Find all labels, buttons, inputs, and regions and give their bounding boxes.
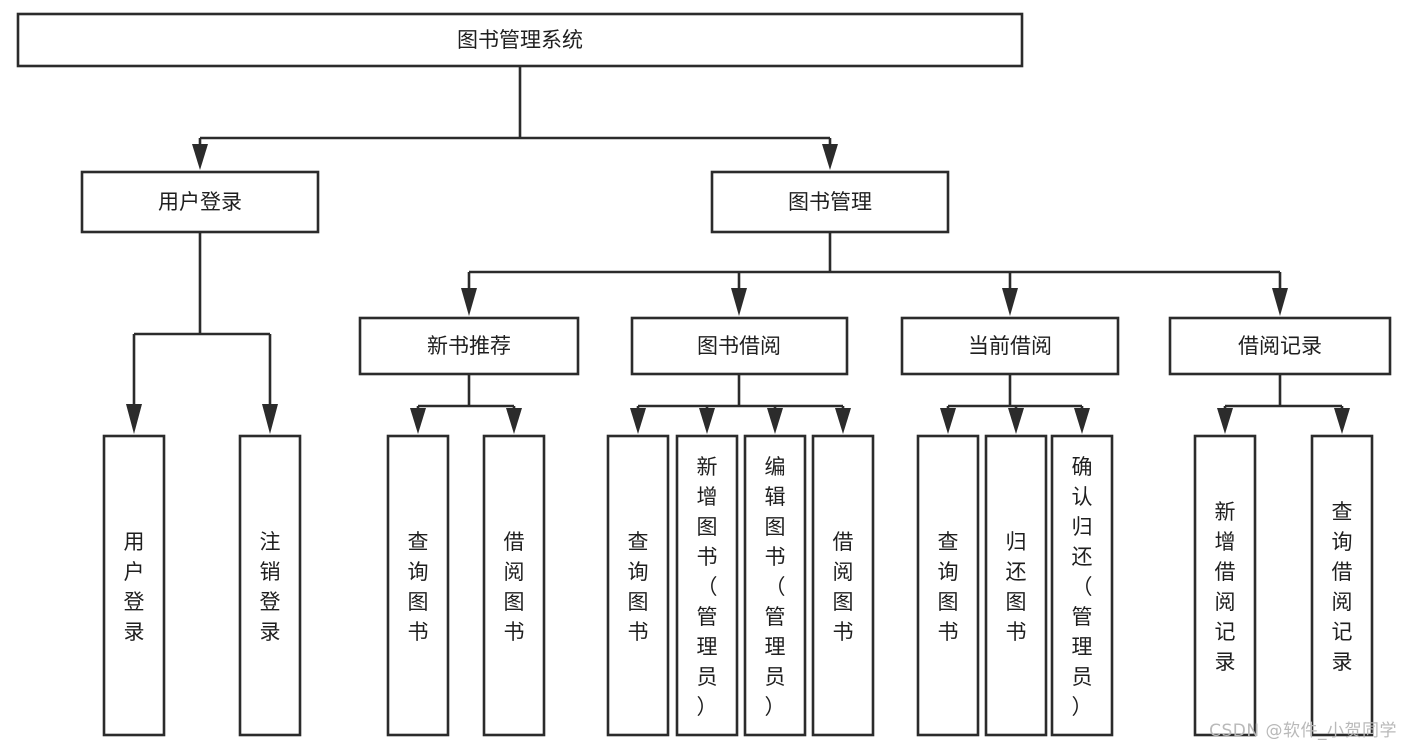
node-user-login-label: 用户登录: [158, 190, 242, 214]
leaf-node-add-book-admin-label: 新增图书（管理员）: [697, 455, 718, 719]
arrow-root-to-book-management: [822, 144, 838, 170]
leaf-node-user-logout[interactable]: 注销登录: [238, 434, 302, 737]
leaf-node-query-borrow-record-box[interactable]: [1310, 434, 1374, 737]
arrow-bm-to-borrow-record: [1272, 288, 1288, 316]
leaf-node-confirm-return-admin-label: 确认归还（管理员）: [1072, 455, 1093, 719]
leaf-node-query-book-current-box[interactable]: [916, 434, 980, 737]
leaf-node-return-book-box[interactable]: [984, 434, 1048, 737]
leaf-node-borrow-book-recommend-label: 借阅图书: [504, 530, 525, 644]
node-borrow-record[interactable]: 借阅记录: [1168, 316, 1392, 376]
node-user-login[interactable]: 用户登录: [80, 170, 320, 234]
arrow-cb-to-leaf3: [1074, 408, 1090, 434]
node-book-borrow[interactable]: 图书借阅: [630, 316, 849, 376]
leaf-node-query-book-current[interactable]: 查询图书: [916, 434, 980, 737]
arrow-cb-to-leaf2: [1008, 408, 1024, 434]
leaf-node-query-borrow-record-label: 查询借阅记录: [1332, 500, 1353, 674]
leaf-node-layer: 用户登录 注销登录 查询图书 借阅图书 查询图书 新增图书（管理员）: [102, 434, 1374, 737]
leaf-node-query-borrow-record[interactable]: 查询借阅记录: [1310, 434, 1374, 737]
arrow-bm-to-current-borrow: [1002, 288, 1018, 316]
node-book-borrow-box[interactable]: [630, 316, 849, 376]
node-root[interactable]: 图书管理系统: [16, 12, 1024, 68]
leaf-node-add-borrow-record-box[interactable]: [1193, 434, 1257, 737]
leaf-node-return-book[interactable]: 归还图书: [984, 434, 1048, 737]
node-current-borrow[interactable]: 当前借阅: [900, 316, 1120, 376]
leaf-node-user-login-label: 用户登录: [124, 530, 145, 644]
arrow-br-to-leaf2: [1334, 408, 1350, 434]
leaf-node-add-book-admin-box[interactable]: [675, 434, 739, 737]
arrow-root-to-user-login: [192, 144, 208, 170]
leaf-node-edit-book-admin[interactable]: 编辑图书（管理员）: [743, 434, 807, 737]
leaf-node-add-book-admin[interactable]: 新增图书（管理员）: [675, 434, 739, 737]
arrow-bb-to-leaf4: [835, 408, 851, 434]
leaf-node-user-login[interactable]: 用户登录: [102, 434, 166, 737]
arrow-bm-to-new-book-recommend: [461, 288, 477, 316]
leaf-node-query-book-current-label: 查询图书: [938, 530, 959, 644]
arrow-bb-to-leaf1: [630, 408, 646, 434]
leaf-node-borrow-book-box[interactable]: [811, 434, 875, 737]
leaf-node-add-borrow-record-label: 新增借阅记录: [1215, 500, 1236, 674]
leaf-node-query-book-recommend-label: 查询图书: [408, 530, 429, 644]
leaf-node-confirm-return-admin[interactable]: 确认归还（管理员）: [1050, 434, 1114, 737]
node-root-box[interactable]: [16, 12, 1024, 68]
node-book-management-label: 图书管理: [788, 190, 872, 214]
node-root-label: 图书管理系统: [457, 28, 583, 52]
node-new-book-recommend[interactable]: 新书推荐: [358, 316, 580, 376]
node-user-login-box[interactable]: [80, 170, 320, 234]
leaf-node-edit-book-admin-label: 编辑图书（管理员）: [765, 455, 786, 719]
node-book-management-box[interactable]: [710, 170, 950, 234]
leaf-node-add-borrow-record[interactable]: 新增借阅记录: [1193, 434, 1257, 737]
node-book-management[interactable]: 图书管理: [710, 170, 950, 234]
leaf-node-query-book-label: 查询图书: [628, 530, 649, 644]
leaf-node-query-book-box[interactable]: [606, 434, 670, 737]
arrow-nbr-to-leaf2: [506, 408, 522, 434]
leaf-node-borrow-book-label: 借阅图书: [833, 530, 854, 644]
leaf-node-user-logout-box[interactable]: [238, 434, 302, 737]
leaf-node-query-book-recommend-box[interactable]: [386, 434, 450, 737]
node-book-borrow-label: 图书借阅: [697, 334, 781, 358]
leaf-node-query-book-recommend[interactable]: 查询图书: [386, 434, 450, 737]
node-new-book-recommend-box[interactable]: [358, 316, 580, 376]
csdn-watermark: CSDN @软件_小贺同学: [1209, 721, 1397, 741]
leaf-node-confirm-return-admin-box[interactable]: [1050, 434, 1114, 737]
leaf-node-user-logout-label: 注销登录: [260, 530, 281, 644]
node-borrow-record-label: 借阅记录: [1238, 334, 1322, 358]
arrow-nbr-to-leaf1: [410, 408, 426, 434]
arrow-cb-to-leaf1: [940, 408, 956, 434]
connector-layer: [126, 66, 1350, 434]
node-new-book-recommend-label: 新书推荐: [427, 334, 511, 358]
node-current-borrow-label: 当前借阅: [968, 334, 1052, 358]
leaf-node-user-login-box[interactable]: [102, 434, 166, 737]
node-borrow-record-box[interactable]: [1168, 316, 1392, 376]
node-current-borrow-box[interactable]: [900, 316, 1120, 376]
leaf-node-borrow-book[interactable]: 借阅图书: [811, 434, 875, 737]
arrow-bm-to-book-borrow: [731, 288, 747, 316]
arrow-bb-to-leaf3: [767, 408, 783, 434]
arrow-br-to-leaf1: [1217, 408, 1233, 434]
arrow-bb-to-leaf2: [699, 408, 715, 434]
arrow-user-login-to-leaf2: [262, 404, 278, 434]
leaf-node-borrow-book-recommend-box[interactable]: [482, 434, 546, 737]
leaf-node-borrow-book-recommend[interactable]: 借阅图书: [482, 434, 546, 737]
arrow-user-login-to-leaf1: [126, 404, 142, 434]
leaf-node-query-book[interactable]: 查询图书: [606, 434, 670, 737]
leaf-node-edit-book-admin-box[interactable]: [743, 434, 807, 737]
leaf-node-return-book-label: 归还图书: [1006, 530, 1027, 644]
